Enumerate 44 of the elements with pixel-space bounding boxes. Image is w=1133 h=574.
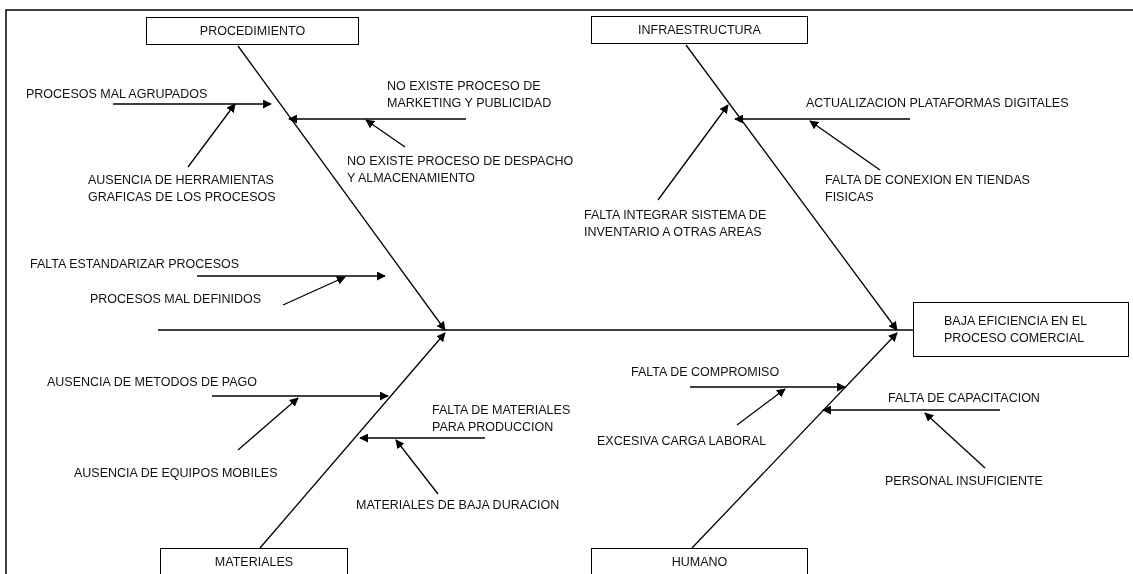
cause-label: PROCESOS MAL AGRUPADOS (26, 86, 208, 103)
arrow (237, 45, 446, 331)
arrow (187, 103, 236, 168)
cause-label: EXCESIVA CARGA LABORAL (597, 433, 767, 450)
cause-label: NO EXISTE PROCESO DE MARKETING Y PUBLICIDAD (387, 78, 579, 112)
arrow (691, 332, 898, 549)
arrow (822, 405, 1001, 415)
spine-line (157, 329, 914, 331)
cause-label: AUSENCIA DE EQUIPOS MOBILES (74, 465, 278, 482)
cause-label: FALTA DE CAPACITACION (888, 390, 1040, 407)
cause-label: PERSONAL INSUFICIENTE (885, 473, 1043, 490)
arrow (809, 120, 881, 171)
arrow (237, 397, 299, 451)
cause-label: MATERIALES DE BAJA DURACION (356, 497, 560, 514)
arrow (112, 99, 272, 109)
category-box: PROCEDIMIENTO (146, 17, 359, 45)
arrow (689, 382, 846, 392)
category-box: HUMANO (591, 548, 808, 574)
arrow (288, 114, 467, 124)
cause-label: AUSENCIA DE HERRAMIENTAS GRAFICAS DE LOS PROCESOS (88, 172, 306, 206)
arrow (736, 388, 786, 426)
arrow (365, 119, 406, 148)
cause-label: FALTA INTEGRAR SISTEMA DE INVENTARIO A OTRAS AREAS (584, 207, 796, 241)
cause-label: ACTUALIZACION PLATAFORMAS DIGITALES (806, 95, 1069, 112)
cause-label: NO EXISTE PROCESO DE DESPACHO Y ALMACENAMIENTO (347, 153, 579, 187)
arrow (211, 391, 389, 401)
arrow (259, 332, 446, 549)
cause-label: FALTA DE MATERIALES PARA PRODUCCION (432, 402, 600, 436)
cause-label: FALTA DE COMPROMISO (631, 364, 780, 381)
effect-box: BAJA EFICIENCIA EN EL PROCESO COMERCIAL (913, 302, 1129, 357)
category-box: INFRAESTRUCTURA (591, 16, 808, 44)
arrow (685, 44, 898, 331)
arrow (359, 433, 486, 443)
cause-label: FALTA ESTANDARIZAR PROCESOS (30, 256, 240, 273)
arrow (395, 439, 439, 495)
arrow (196, 271, 386, 281)
arrow (282, 276, 346, 306)
cause-label: PROCESOS MAL DEFINIDOS (90, 291, 262, 308)
arrow (924, 412, 986, 469)
category-box: MATERIALES (160, 548, 348, 574)
arrow (657, 104, 729, 201)
cause-label: FALTA DE CONEXION EN TIENDAS FISICAS (825, 172, 1061, 206)
arrow (734, 114, 911, 124)
cause-label: AUSENCIA DE METODOS DE PAGO (47, 374, 257, 391)
